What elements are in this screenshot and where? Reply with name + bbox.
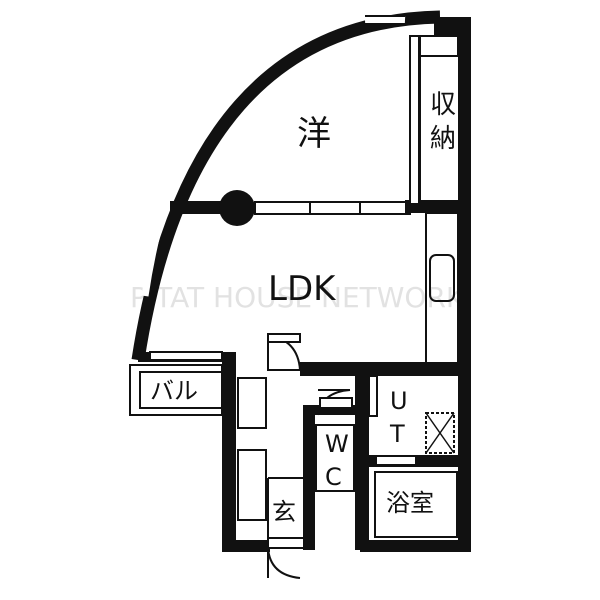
windows — [141, 15, 406, 297]
ldk-label: LDK — [268, 269, 337, 309]
balcony-label: バル — [150, 377, 198, 405]
washing-machine-icon — [425, 412, 455, 454]
storage-label-top: 収 — [430, 90, 456, 120]
watermark: PITAT HOUSE NETWORK — [130, 281, 465, 314]
balcony — [129, 351, 236, 416]
utility-label-bottom: T — [389, 420, 405, 448]
wet-area-walls — [303, 375, 459, 550]
entrance — [237, 377, 315, 579]
ldk-fixtures — [267, 212, 460, 376]
toilet-label-bottom: C — [325, 463, 342, 491]
storage-label-bottom: 納 — [430, 124, 456, 154]
sink-icon — [429, 254, 455, 302]
utility-label-top: U — [390, 387, 408, 415]
western-room-walls — [170, 35, 460, 226]
entrance-label: 玄 — [272, 498, 296, 526]
toilet-label-top: W — [325, 430, 349, 458]
bath-label: 浴室 — [386, 489, 434, 517]
western-room-label: 洋 — [297, 114, 331, 154]
room-labels: 洋 収 納 LDK バル U T W C 浴室 玄 — [150, 90, 456, 526]
